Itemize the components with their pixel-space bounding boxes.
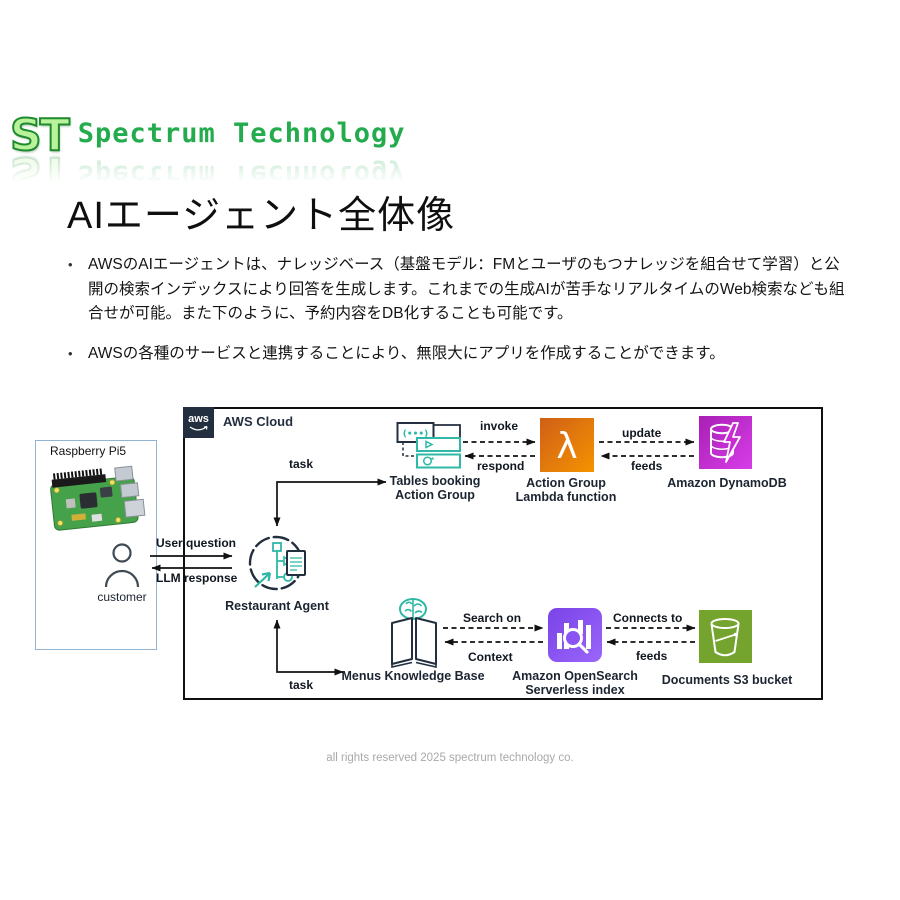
lambda-icon: λ [540,418,594,472]
action-group-icon: (•••) [396,415,464,474]
bullet-item: • AWSの各種のサービスと連携することにより、無限大にアプリを作成することがで… [68,342,850,367]
customer-label: customer [97,590,147,604]
opensearch-label: Amazon OpenSearch Serverless index [512,669,638,697]
task-bottom-label: task [289,678,314,692]
bullet-marker: • [68,345,73,361]
bullet-marker: • [68,257,73,272]
action-group-label: Tables booking Action Group [389,474,481,502]
search-on-label: Search on [463,611,522,625]
logo-st-mark: ST [9,110,71,161]
raspberry-pi-image [44,464,152,541]
opensearch-icon [548,608,602,662]
dynamodb-icon [699,416,752,469]
feeds-top-label: feeds [631,459,663,473]
svg-text:λ: λ [556,426,577,467]
lambda-label: Action Group Lambda function [515,476,617,504]
copyright-footer: all rights reserved 2025 spectrum techno… [326,752,574,764]
raspberry-pi-box [35,440,157,650]
update-label: update [622,426,662,440]
respond-label: respond [477,459,525,473]
logo-company-name: Spectrum Technology [77,118,406,149]
knowledge-base-label: Menus Knowledge Base [341,669,485,683]
llm-response-label: LLM response [156,571,238,585]
restaurant-agent-label: Restaurant Agent [225,599,329,613]
feeds-bottom-label: feeds [636,649,668,663]
bullet-item: • AWSのAIエージェントは、ナレッジベース（基盤モデル：FMとユーザのもつナ… [68,253,850,327]
page-title: AIエージェント全体像 [67,195,456,237]
restaurant-agent-icon [243,527,313,604]
aws-cloud-label: AWS Cloud [223,414,294,429]
knowledge-base-icon [386,596,442,675]
aws-logo-icon: aws [183,407,214,438]
bullet-text: AWSのAIエージェントは、ナレッジベース（基盤モデル：FMとユーザのもつナレッ… [88,256,845,322]
bullet-list: • AWSのAIエージェントは、ナレッジベース（基盤モデル：FMとユーザのもつナ… [68,253,850,381]
context-label: Context [468,650,513,664]
raspberry-pi-label: Raspberry Pi5 [50,444,127,458]
customer-icon [103,542,141,594]
svg-text:(•••): (•••) [403,430,428,440]
task-top-label: task [289,457,314,471]
s3-bucket-label: Documents S3 bucket [661,673,793,687]
invoke-label: invoke [480,419,519,433]
bullet-text: AWSの各種のサービスと連携することにより、無限大にアプリを作成することができま… [88,344,725,362]
svg-text:aws: aws [188,413,209,425]
connects-to-label: Connects to [613,611,683,625]
user-question-label: User question [156,536,237,550]
company-logo: ST Spectrum Technology ST Spectrum Techn… [9,110,406,200]
s3-bucket-icon [699,610,752,663]
dynamodb-label: Amazon DynamoDB [667,476,787,490]
